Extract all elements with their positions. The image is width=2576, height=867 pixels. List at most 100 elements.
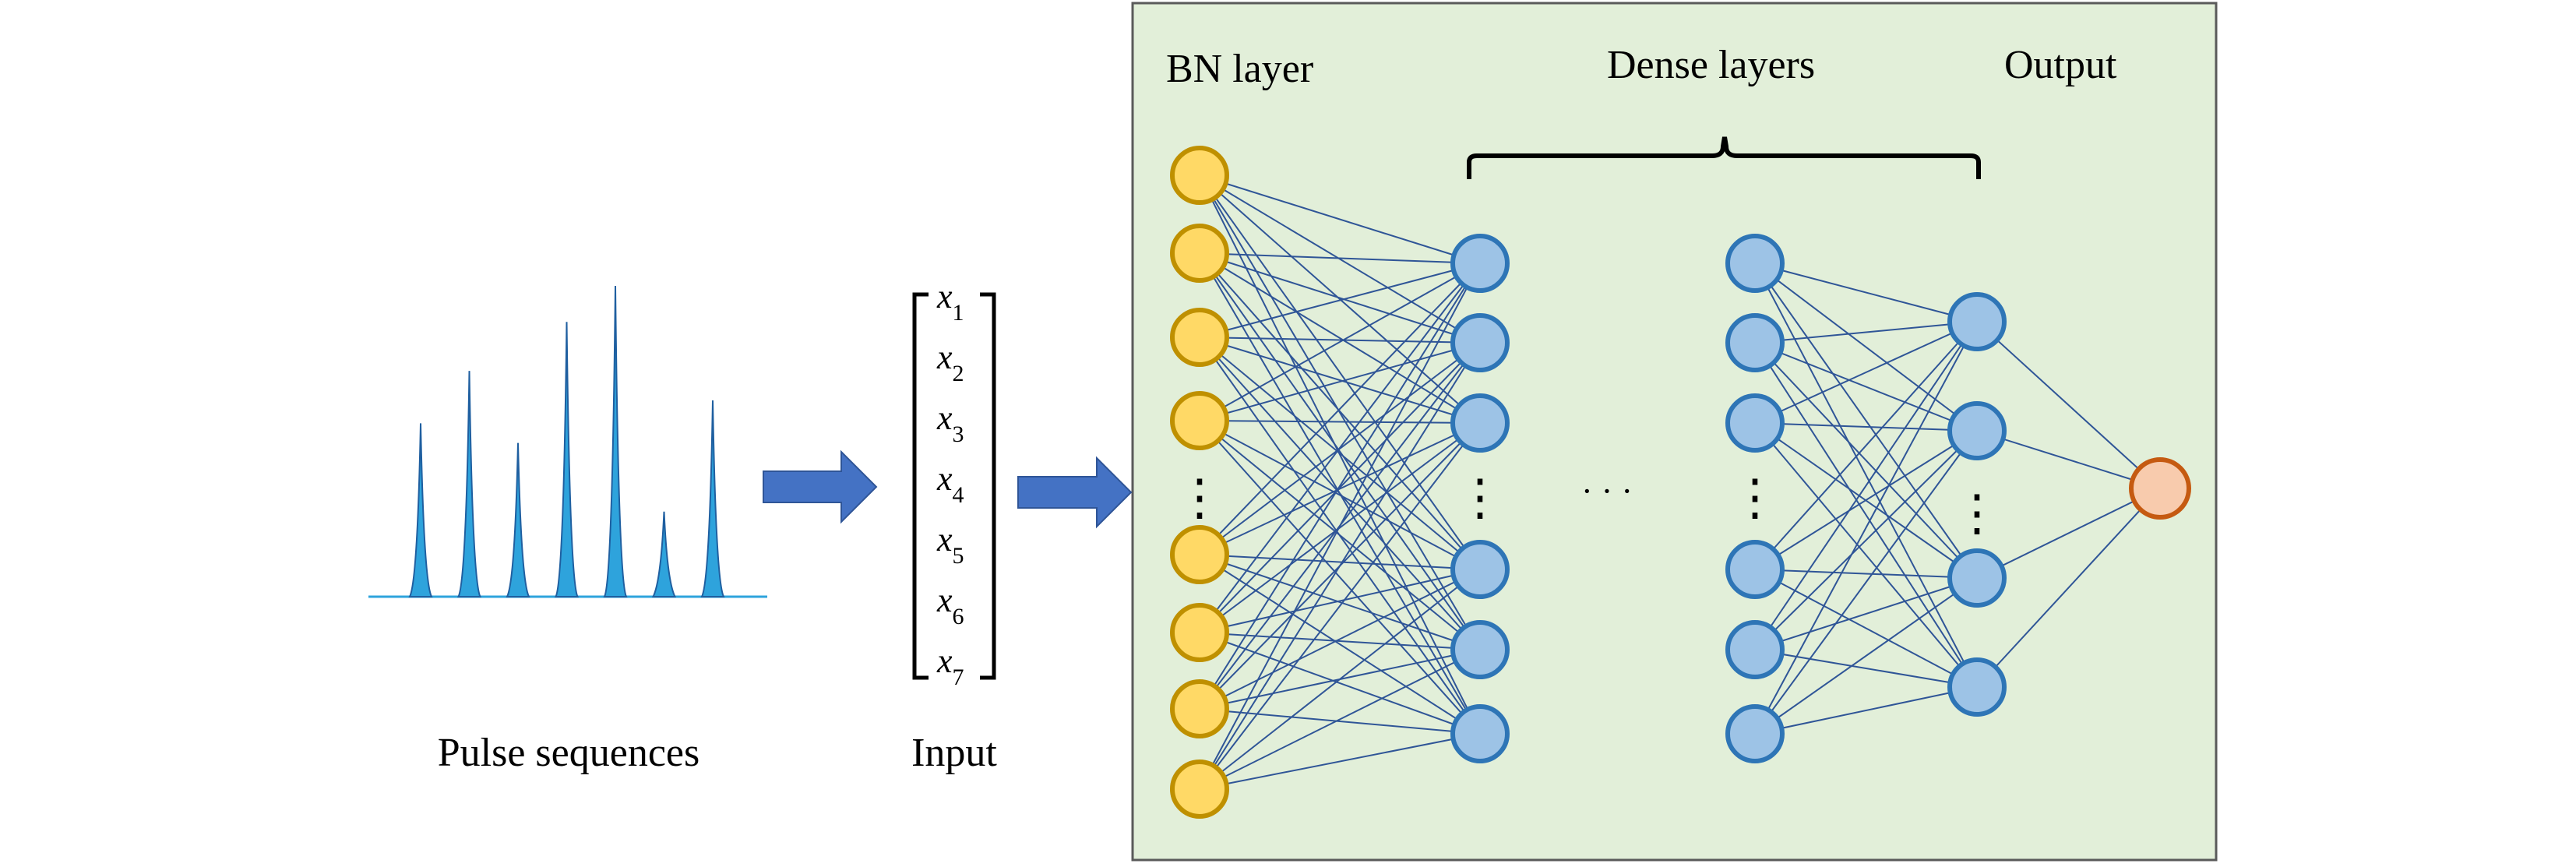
input-vector-entry: x7 <box>936 642 964 690</box>
network-edge <box>1199 337 1481 344</box>
network-edge <box>1754 430 1978 650</box>
dense-node <box>1947 292 2007 351</box>
input-bracket-left <box>912 292 929 680</box>
bn-layer-label: BN layer <box>1166 47 1313 91</box>
network-edge <box>1199 252 1481 650</box>
network-edge <box>1754 321 1978 650</box>
network-edge <box>1754 263 1978 688</box>
network-edge <box>1199 263 1481 421</box>
bn-node <box>1170 391 1229 450</box>
network-edge <box>1199 649 1481 790</box>
network-panel <box>1131 2 2218 862</box>
input-vector-entry: x5 <box>936 520 964 569</box>
dense-node <box>1725 393 1785 453</box>
network-edge <box>1976 430 2161 489</box>
pulse-peak <box>456 371 482 597</box>
dense-node <box>1725 704 1785 763</box>
network-edge <box>1199 263 1481 555</box>
network-edge <box>1199 337 1481 570</box>
bn-node <box>1170 525 1229 584</box>
network-edge <box>1754 263 1978 432</box>
network-edge <box>1754 321 1978 735</box>
network-edge <box>1754 430 1978 735</box>
network-edge <box>1754 342 1978 688</box>
network-edge <box>1754 321 1978 570</box>
network-edge <box>1199 422 1481 790</box>
dense-node <box>1450 234 1510 293</box>
input-vector-entry: x6 <box>936 581 964 629</box>
input-vector-entry: x3 <box>936 399 964 447</box>
network-edge <box>1754 649 1978 688</box>
network-nodes <box>1170 146 2191 819</box>
network-edge <box>1754 321 1978 344</box>
dense1-ellipsis: ⋮ <box>1455 470 1505 525</box>
output-node <box>2129 457 2191 520</box>
dense2-ellipsis: ⋮ <box>1730 470 1780 525</box>
network-edge <box>1199 569 1481 790</box>
pulse-peak <box>506 442 530 597</box>
dense-node <box>1450 704 1510 763</box>
dense-layers-brace <box>1467 136 1981 179</box>
network-edge <box>1199 632 1481 735</box>
dense-node <box>1947 657 2007 717</box>
output-label: Output <box>2004 43 2117 87</box>
network-edge <box>1754 342 1978 579</box>
dense-node <box>1450 393 1510 453</box>
bn-ellipsis: ⋮ <box>1175 470 1225 525</box>
network-edge <box>1199 174 1481 570</box>
network-edge <box>1199 569 1481 633</box>
network-edge <box>1754 422 1978 688</box>
network-edge <box>1199 252 1481 264</box>
network-edge <box>1754 321 1978 424</box>
pulse-sequences-label: Pulse sequences <box>438 731 700 775</box>
dense-node <box>1725 620 1785 679</box>
network-edge <box>1199 252 1481 570</box>
network-edge <box>1754 577 1978 650</box>
arrow-right-icon <box>1017 456 1133 529</box>
dense-node <box>1450 313 1510 372</box>
network-edge <box>1199 337 1481 424</box>
network-edge <box>1199 420 1481 424</box>
network-edge <box>1199 263 1481 710</box>
network-edge <box>1199 337 1481 650</box>
arrow-right-icon <box>763 449 878 524</box>
network-edges <box>1199 174 2161 790</box>
bn-node <box>1170 603 1229 662</box>
network-edge <box>1754 263 1978 322</box>
network-edge <box>1754 577 1978 735</box>
network-edge <box>1199 420 1481 570</box>
network-edge <box>1199 342 1481 633</box>
dense-layers-label: Dense layers <box>1607 43 1815 87</box>
network-edge <box>1199 708 1481 735</box>
network-edge <box>1754 569 1978 688</box>
network-edge <box>1976 488 2161 579</box>
network-edge <box>1199 342 1481 421</box>
network-edge <box>1754 686 1978 735</box>
bn-node <box>1170 146 1229 205</box>
network-edge <box>1754 342 1978 432</box>
dense-node <box>1450 620 1510 679</box>
network-edge <box>1199 569 1481 710</box>
dense3-ellipsis: ⋮ <box>1952 485 2002 541</box>
network-edge <box>1199 420 1481 735</box>
pulse-sequences-graphic <box>368 285 767 598</box>
network-edge <box>1199 554 1481 570</box>
bn-node <box>1170 679 1229 738</box>
network-edge <box>1199 252 1481 344</box>
input-vector: x1 x2 x3 x4 x5 x6 x7 <box>936 277 964 690</box>
pulse-peak <box>651 511 677 597</box>
dense-node <box>1725 313 1785 372</box>
dense-node <box>1450 540 1510 599</box>
input-vector-entry: x2 <box>936 338 964 386</box>
network-edge <box>1199 342 1481 790</box>
network-edge <box>1976 488 2161 688</box>
input-vector-entry: x1 <box>936 277 964 326</box>
network-edge <box>1754 263 1978 579</box>
bn-node <box>1170 308 1229 367</box>
network-edge <box>1199 733 1481 790</box>
input-bracket-right <box>980 292 996 680</box>
pulse-peak <box>603 285 628 597</box>
input-vector-entry: x4 <box>936 460 964 508</box>
